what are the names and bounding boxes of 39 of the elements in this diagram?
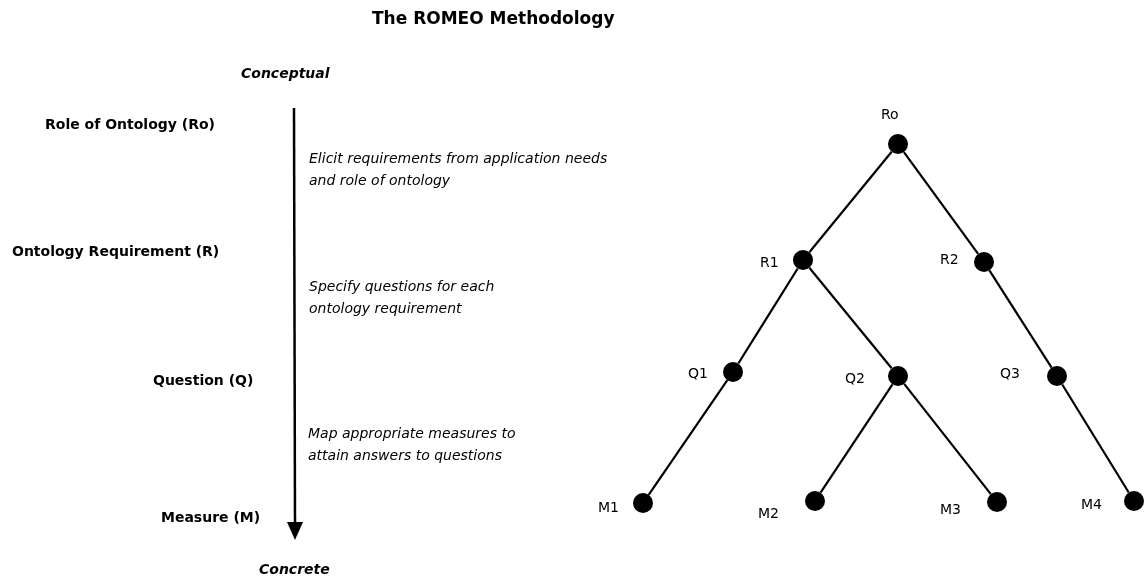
node-label: M2 — [758, 505, 779, 521]
node-label: Q2 — [845, 370, 865, 386]
tree-node-dot — [1047, 366, 1067, 386]
tree-line — [819, 383, 894, 494]
node-label: R2 — [940, 251, 959, 267]
tree-line — [808, 267, 893, 369]
node-label: Ro — [881, 106, 899, 122]
node-label: Q1 — [688, 365, 708, 381]
level-label: Question (Q) — [153, 372, 254, 388]
tree-node-dot — [987, 492, 1007, 512]
tree-line — [647, 379, 729, 496]
tree-node-dot — [974, 252, 994, 272]
level-label: Measure (M) — [161, 509, 261, 525]
node-label: R1 — [760, 254, 779, 270]
step-description: Elicit requirements from application needs and role of ontology — [309, 149, 609, 190]
tree-line — [808, 151, 893, 253]
tree-line — [1061, 383, 1130, 494]
step-description: Specify questions for each ontology requirement — [309, 277, 496, 318]
node-label: M4 — [1081, 496, 1102, 512]
step-description: Map appropriate measures to attain answers to questions — [308, 424, 517, 465]
node-label: M3 — [940, 501, 961, 517]
tree-line — [988, 269, 1053, 369]
axis-label: Concrete — [259, 561, 330, 577]
node-label: Q3 — [1000, 365, 1020, 381]
tree-line — [903, 383, 992, 495]
axis-label: Conceptual — [241, 65, 330, 81]
tree-node-dot — [888, 366, 908, 386]
tree-node-dot — [805, 491, 825, 511]
tree-node-dot — [633, 493, 653, 513]
tree-node-dot — [888, 134, 908, 154]
tree-node-dot — [1124, 491, 1144, 511]
diagram-title: The ROMEO Methodology — [372, 8, 615, 28]
tree-line — [903, 151, 979, 255]
level-label: Ontology Requirement (R) — [12, 243, 220, 259]
node-label: M1 — [598, 499, 619, 515]
tree-node-dot — [723, 362, 743, 382]
tree-line — [737, 267, 799, 365]
level-label: Role of Ontology (Ro) — [45, 116, 215, 132]
tree-node-dot — [793, 250, 813, 270]
